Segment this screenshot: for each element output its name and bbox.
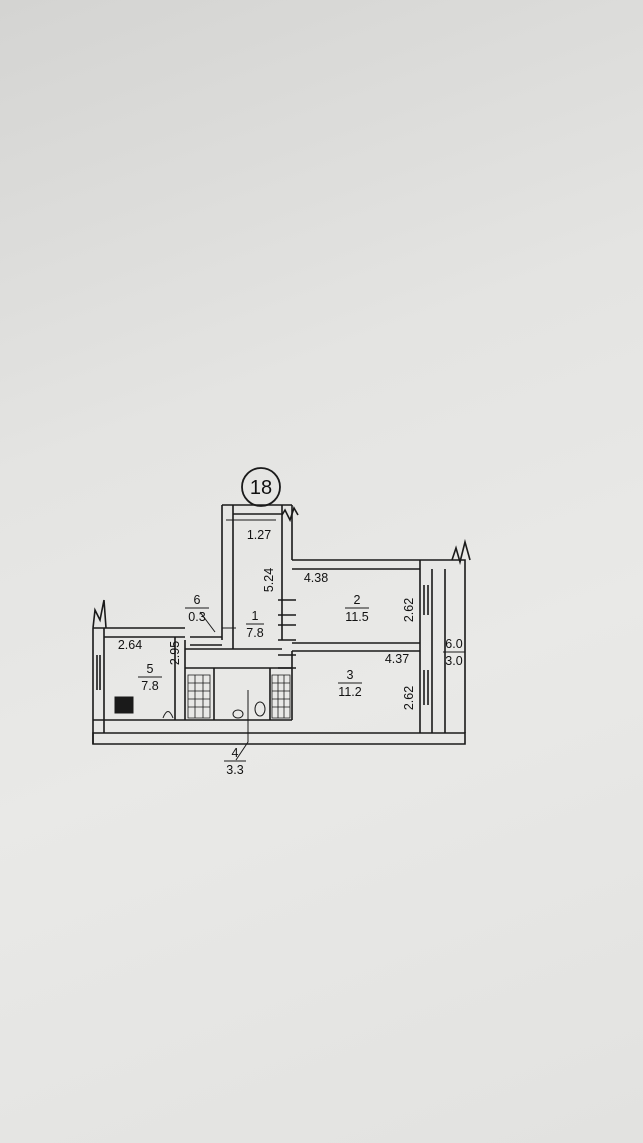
dim-room3-width: 4.37 [385, 652, 409, 666]
balcony [420, 559, 466, 733]
room4-area: 3.3 [226, 763, 243, 777]
room3-id: 3 [347, 668, 354, 682]
leader-6 [199, 611, 216, 633]
room4-id: 4 [232, 746, 239, 760]
dim-room2-depth: 2.62 [402, 598, 416, 622]
bathroom-walls [184, 640, 293, 721]
room2-room3-wall [292, 642, 420, 652]
door-room3 [278, 654, 296, 669]
room1-area: 7.8 [246, 626, 263, 640]
room3-area: 11.2 [338, 685, 361, 699]
outer-wall [92, 732, 466, 745]
sink-icon [162, 711, 174, 719]
dim-corridor-length: 5.24 [262, 568, 276, 592]
break-left [92, 599, 107, 629]
room6-id: 6 [194, 593, 201, 607]
room2-top-wall [292, 559, 420, 570]
toilet-icon [254, 701, 266, 717]
outer-wall-left [92, 628, 105, 744]
dim-kitchen-width: 2.64 [118, 638, 142, 652]
kitchen-top-wall [93, 627, 185, 638]
balcony-value-top: 6.0 [445, 637, 462, 651]
tile-grid-right [271, 674, 291, 719]
dim-kitchen-depth: 2.95 [168, 641, 182, 665]
tile-grid-left [187, 674, 211, 719]
window-room2 [423, 585, 429, 615]
room1-id: 1 [252, 609, 259, 623]
window-room3 [423, 670, 429, 705]
hall-bottom [185, 648, 292, 669]
stove-icon [114, 696, 134, 714]
room5-id: 5 [147, 662, 154, 676]
break-right [451, 538, 471, 566]
corridor-left-wall [221, 505, 234, 649]
door-corridor [278, 599, 296, 641]
apartment-number: 18 [250, 477, 272, 499]
dim-corridor-width: 1.27 [247, 528, 271, 542]
bath-divider [213, 668, 271, 720]
break-top [281, 506, 299, 523]
room-right-wall [419, 560, 433, 733]
door-kitchen [190, 636, 222, 646]
room2-area: 11.5 [345, 610, 368, 624]
window-left [96, 655, 101, 690]
room2-id: 2 [354, 593, 361, 607]
leader-4 [235, 690, 249, 761]
corridor-right-wall [281, 505, 293, 640]
washbasin-icon [232, 709, 244, 719]
room5-area: 7.8 [141, 679, 158, 693]
room6-area: 0.3 [188, 610, 205, 624]
kitchen-corridor-tick [222, 519, 276, 629]
dim-room2-width: 4.38 [304, 571, 328, 585]
dim-room3-depth: 2.62 [402, 686, 416, 710]
balcony-value-bottom: 3.0 [445, 654, 462, 668]
apartment-number-circle [241, 467, 281, 507]
